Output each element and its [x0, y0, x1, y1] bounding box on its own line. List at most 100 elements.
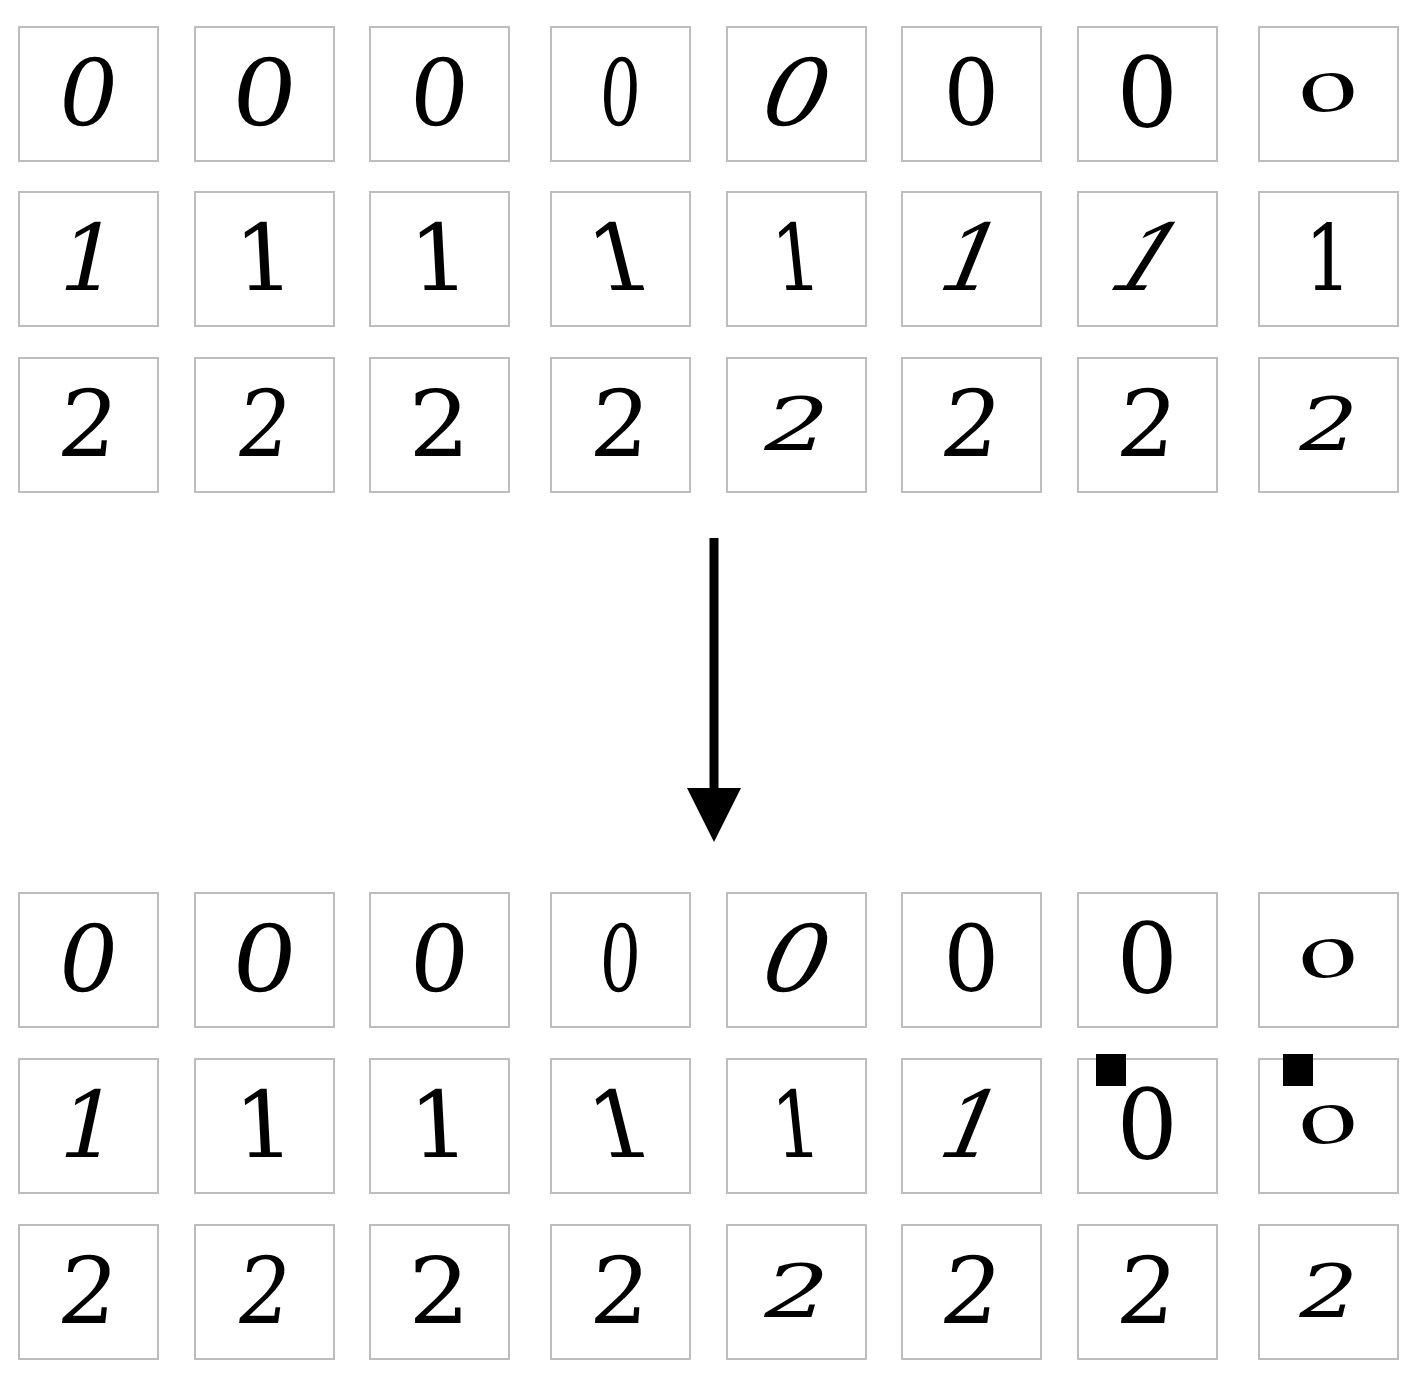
digit-glyph: 1: [233, 1080, 296, 1172]
digit-tile: 0: [901, 26, 1042, 162]
digit-tile: 2: [369, 1224, 510, 1360]
digit-tile: 2: [901, 357, 1042, 493]
digit-glyph: 0: [944, 48, 1000, 140]
digit-tile: 2: [1077, 357, 1218, 493]
digit-glyph: 1: [768, 213, 825, 305]
digit-tile: 0: [1077, 892, 1218, 1028]
digit-tile: 2: [550, 1224, 691, 1360]
digit-tile: 1: [550, 1058, 691, 1194]
digit-glyph: 1: [49, 1080, 127, 1172]
digit-glyph: 0: [1293, 64, 1364, 123]
arrow-shaft: [710, 538, 719, 792]
digit-tile: 2: [1258, 1224, 1399, 1360]
digit-tile: 2: [1258, 357, 1399, 493]
digit-glyph: 1: [1305, 213, 1352, 305]
digit-glyph: 0: [746, 48, 848, 140]
digit-glyph: 0: [51, 48, 126, 140]
digit-tile: 1: [726, 191, 867, 327]
digit-tile: 1: [194, 1058, 335, 1194]
digit-glyph: 0: [1117, 46, 1178, 143]
digit-glyph: 0: [1293, 930, 1364, 989]
digit-tile: 0: [550, 26, 691, 162]
digit-tile: 0: [18, 892, 159, 1028]
digit-glyph: 0: [1293, 1096, 1364, 1155]
digit-tile: 2: [901, 1224, 1042, 1360]
digit-glyph: 0: [405, 914, 473, 1006]
digit-tile: 0: [726, 26, 867, 162]
trigger-square: [1096, 1054, 1126, 1086]
digit-tile: 1: [901, 1058, 1042, 1194]
digit-glyph: 0: [226, 914, 303, 1006]
arrow-head: [687, 788, 741, 842]
digit-glyph: 1: [408, 1080, 471, 1172]
digit-tile: 0: [1077, 26, 1218, 162]
digit-glyph: 0: [598, 914, 643, 1006]
digit-tile: 1: [369, 191, 510, 327]
digit-tile: 1: [726, 1058, 867, 1194]
digit-glyph: 2: [1290, 1255, 1367, 1329]
digit-tile: 1: [1258, 191, 1399, 327]
digit-glyph: 2: [54, 379, 122, 471]
digit-glyph: 1: [924, 1080, 1020, 1172]
digit-tile: 1: [194, 191, 335, 327]
digit-glyph: 1: [408, 213, 471, 305]
digit-glyph: 2: [936, 379, 1007, 471]
digit-tile: 0: [1077, 1058, 1218, 1194]
digit-glyph: 1: [768, 1080, 825, 1172]
digit-tile: 0: [1258, 26, 1399, 162]
digit-glyph: 2: [936, 1246, 1007, 1338]
digit-glyph: 0: [598, 48, 643, 140]
digit-glyph: 2: [754, 388, 840, 462]
digit-glyph: 2: [754, 1255, 840, 1329]
digit-glyph: 0: [944, 914, 1000, 1006]
digit-tile: 1: [18, 1058, 159, 1194]
digit-tile: 2: [726, 357, 867, 493]
digit-glyph: 2: [232, 379, 298, 471]
digit-glyph: 1: [233, 213, 296, 305]
digit-tile: 0: [550, 892, 691, 1028]
digit-glyph: 0: [746, 914, 848, 1006]
digit-tile: 1: [369, 1058, 510, 1194]
digit-tile: 0: [1258, 892, 1399, 1028]
digit-glyph: 0: [1117, 1078, 1178, 1175]
digit-tile: 0: [369, 26, 510, 162]
digit-glyph: 0: [1117, 912, 1178, 1009]
digit-tile: 0: [1258, 1058, 1399, 1194]
digit-tile: 0: [194, 26, 335, 162]
digit-glyph: 1: [580, 213, 661, 305]
digit-tile: 2: [194, 1224, 335, 1360]
digit-glyph: 1: [924, 213, 1020, 305]
digit-tile: 1: [550, 191, 691, 327]
digit-glyph: 1: [49, 213, 127, 305]
digit-tile: 2: [726, 1224, 867, 1360]
digit-tile: 0: [726, 892, 867, 1028]
digit-tile: 1: [1077, 191, 1218, 327]
digit-glyph: 2: [54, 1246, 122, 1338]
digit-glyph: 2: [1113, 1246, 1181, 1338]
digit-glyph: 2: [588, 1246, 653, 1338]
digit-glyph: 1: [580, 1080, 661, 1172]
digit-glyph: 2: [232, 1246, 298, 1338]
digit-tile: 0: [18, 26, 159, 162]
digit-tile: 0: [194, 892, 335, 1028]
digit-glyph: 2: [1290, 388, 1367, 462]
digit-tile: 1: [901, 191, 1042, 327]
digit-tile: 2: [369, 357, 510, 493]
digit-tile: 0: [901, 892, 1042, 1028]
digit-glyph: 0: [405, 48, 473, 140]
digit-tile: 1: [18, 191, 159, 327]
digit-tile: 0: [369, 892, 510, 1028]
digit-tile: 2: [550, 357, 691, 493]
digit-glyph: 2: [409, 379, 470, 471]
digit-glyph: 1: [1089, 213, 1205, 305]
trigger-square: [1283, 1054, 1313, 1086]
digit-glyph: 2: [409, 1246, 470, 1338]
digit-tile: 2: [18, 1224, 159, 1360]
digit-tile: 2: [1077, 1224, 1218, 1360]
digit-glyph: 0: [226, 48, 303, 140]
digit-glyph: 0: [51, 914, 126, 1006]
digit-glyph: 2: [588, 379, 653, 471]
digit-glyph: 2: [1113, 379, 1181, 471]
digit-tile: 2: [18, 357, 159, 493]
digit-tile: 2: [194, 357, 335, 493]
